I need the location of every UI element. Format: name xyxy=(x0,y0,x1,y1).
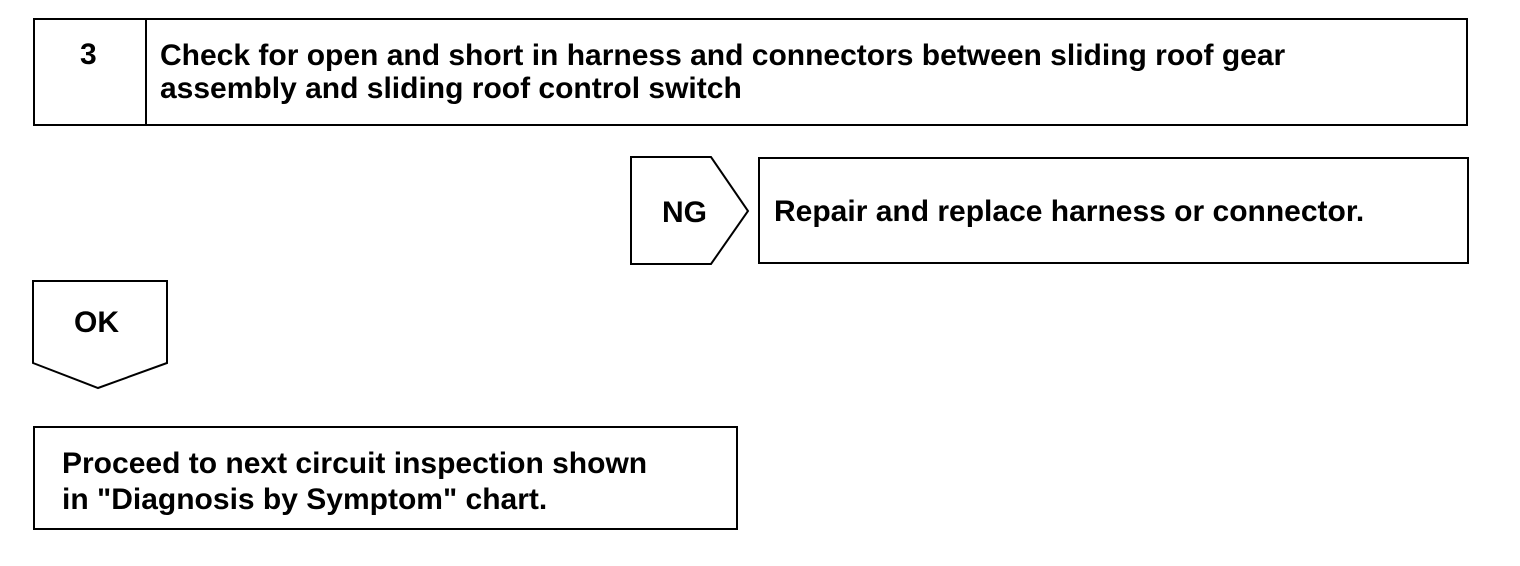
ok-label: OK xyxy=(74,306,119,339)
result-box xyxy=(33,426,738,530)
ng-action-box xyxy=(758,157,1469,264)
result-line2: in "Diagnosis by Symptom" chart. xyxy=(62,483,548,516)
step-number: 3 xyxy=(80,38,97,71)
ng-label: NG xyxy=(662,196,707,229)
result-line1: Proceed to next circuit inspection shown xyxy=(62,447,648,480)
ng-action-text: Repair and replace harness or connector. xyxy=(774,195,1365,228)
step-title-line2: assembly and sliding roof control switch xyxy=(160,72,742,105)
step-number-cell xyxy=(33,18,147,126)
step-header xyxy=(33,18,1468,126)
step-title-line1: Check for open and short in harness and … xyxy=(160,39,1286,72)
